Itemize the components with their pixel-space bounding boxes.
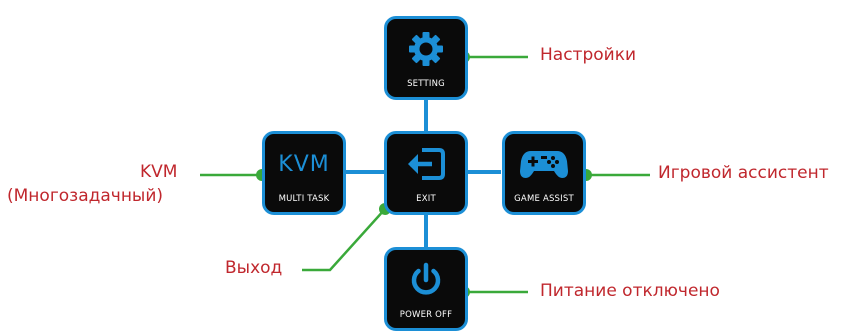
leader-lines [200, 55, 650, 294]
multitask-caption: MULTI TASK [278, 194, 330, 204]
exit-caption: EXIT [416, 194, 436, 204]
power-off-caption: POWER OFF [399, 310, 453, 320]
callout-kvm-line2: (Многозадачный) [7, 186, 164, 206]
kvm-icon: KVM [265, 142, 343, 186]
gear-icon [387, 27, 465, 71]
multitask-tile[interactable]: KVM MULTI TASK [262, 131, 346, 215]
power-icon [387, 258, 465, 302]
setting-tile[interactable]: SETTING [384, 16, 468, 100]
exit-tile[interactable]: EXIT [384, 131, 468, 215]
game-assist-tile[interactable]: GAME ASSIST [502, 131, 586, 215]
setting-caption: SETTING [407, 79, 445, 89]
callout-settings: Настройки [540, 45, 637, 65]
game-assist-caption: GAME ASSIST [514, 194, 574, 204]
callout-game-assistant: Игровой ассистент [658, 163, 829, 183]
power-off-tile[interactable]: POWER OFF [384, 247, 468, 331]
callout-kvm-line1: KVM [140, 162, 178, 182]
callout-power-off: Питание отключено [540, 281, 720, 301]
kvm-icon-text: KVM [278, 151, 330, 177]
gamepad-icon [505, 142, 583, 186]
callout-exit: Выход [225, 258, 283, 278]
exit-icon [387, 142, 465, 186]
